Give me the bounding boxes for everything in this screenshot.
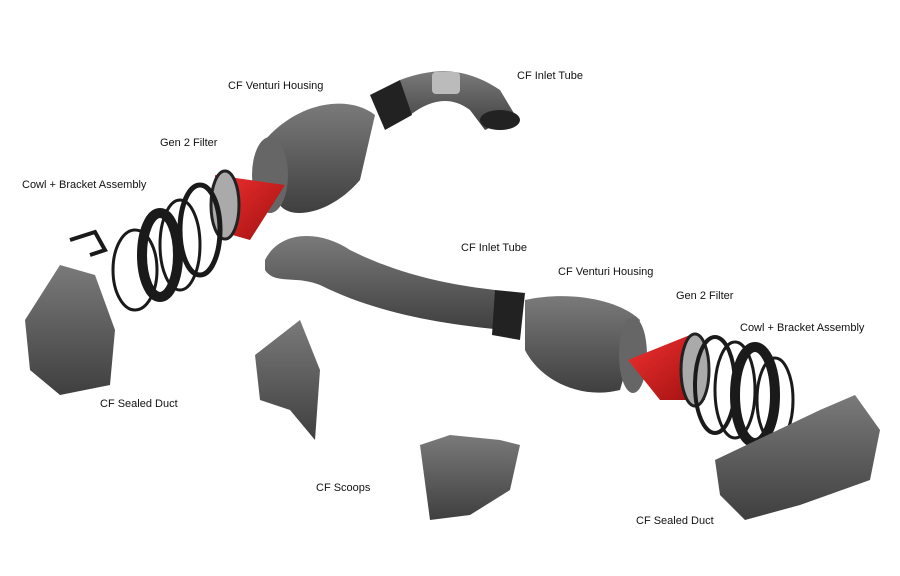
left-sealed-duct [25, 265, 115, 395]
label-left-gen2-filter: Gen 2 Filter [160, 137, 218, 149]
scoop-upper [255, 320, 320, 440]
left-cowl-rings [69, 182, 223, 312]
scoop-lower [420, 435, 520, 520]
label-left-inlet-tube: CF Inlet Tube [517, 70, 584, 82]
label-left-venturi-housing: CF Venturi Housing [228, 80, 324, 92]
label-right-sealed-duct: CF Sealed Duct [636, 515, 714, 527]
label-left-cowl-bracket: Cowl + Bracket Assembly [22, 179, 147, 191]
left-filter [209, 169, 285, 241]
left-coupler [370, 80, 412, 130]
left-inlet-tube [400, 71, 520, 130]
right-coupler [492, 290, 525, 340]
right-venturi-housing [525, 296, 647, 393]
label-right-gen2-filter: Gen 2 Filter [676, 290, 734, 302]
label-right-inlet-tube: CF Inlet Tube [461, 242, 528, 254]
label-right-cowl-bracket: Cowl + Bracket Assembly [740, 322, 865, 334]
label-cf-scoops: CF Scoops [316, 482, 371, 494]
right-cowl-rings [693, 335, 795, 448]
label-left-sealed-duct: CF Sealed Duct [100, 398, 178, 410]
right-sealed-duct [715, 395, 880, 520]
right-inlet-tube [265, 236, 505, 330]
label-right-venturi-housing: CF Venturi Housing [558, 266, 654, 278]
